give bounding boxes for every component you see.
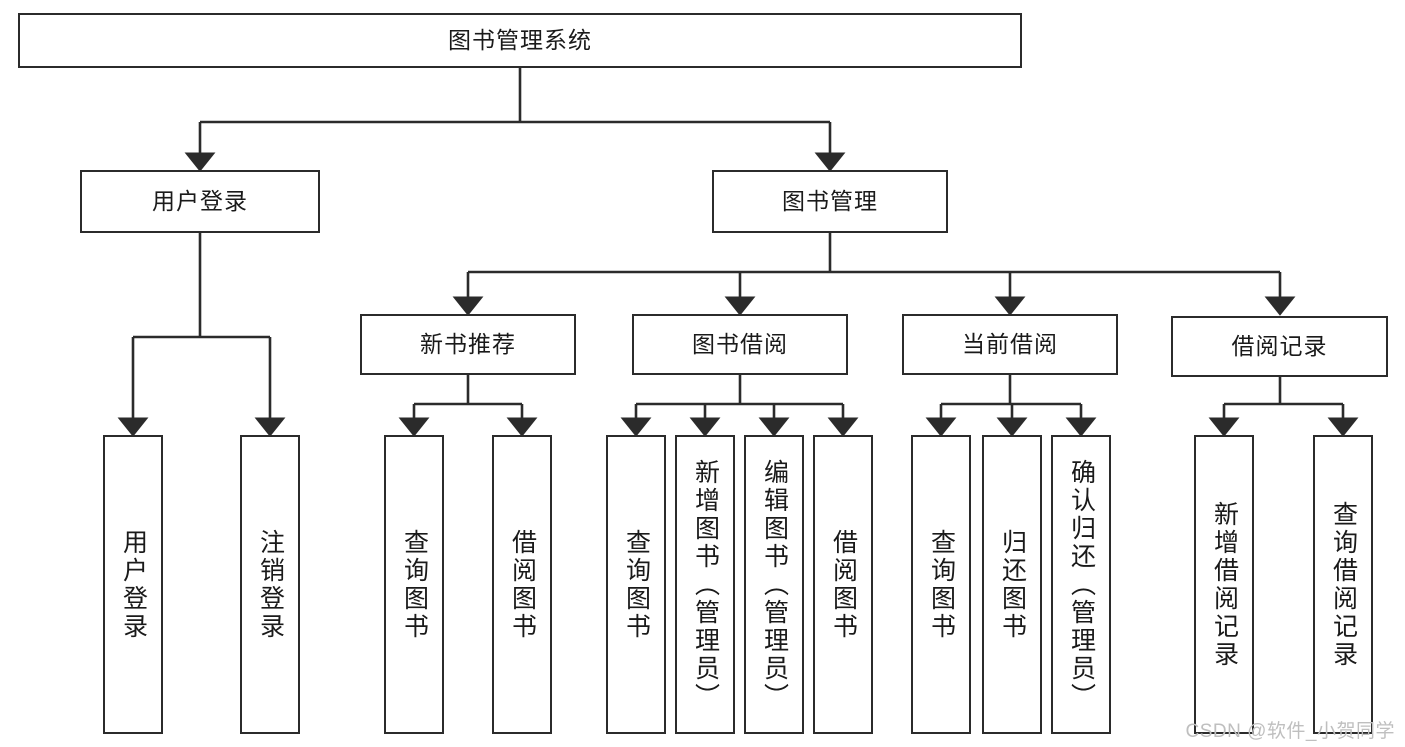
- node-label: 新书推荐: [420, 330, 516, 357]
- node-leaf-query-book-current[interactable]: 查询图书: [911, 435, 971, 734]
- node-leaf-return-book[interactable]: 归还图书: [982, 435, 1042, 734]
- node-book-borrowing[interactable]: 图书借阅: [632, 314, 848, 375]
- node-label: 查询借阅记录: [1329, 500, 1358, 669]
- node-leaf-logout[interactable]: 注销登录: [240, 435, 300, 734]
- node-label: 新增图书（管理员）: [691, 458, 720, 711]
- node-leaf-edit-book-admin[interactable]: 编辑图书（管理员）: [744, 435, 804, 734]
- node-label: 当前借阅: [962, 330, 1058, 357]
- node-borrowing-record[interactable]: 借阅记录: [1171, 316, 1388, 377]
- node-label: 用户登录: [152, 187, 248, 214]
- node-label: 图书管理: [782, 187, 878, 214]
- node-user-login[interactable]: 用户登录: [80, 170, 320, 233]
- node-new-book-recommendation[interactable]: 新书推荐: [360, 314, 576, 375]
- node-label: 归还图书: [998, 528, 1027, 641]
- node-leaf-query-book-recommend[interactable]: 查询图书: [384, 435, 444, 734]
- node-label: 注销登录: [256, 528, 285, 641]
- node-current-borrowing[interactable]: 当前借阅: [902, 314, 1118, 375]
- node-leaf-add-book-admin[interactable]: 新增图书（管理员）: [675, 435, 735, 734]
- node-label: 借阅图书: [829, 528, 858, 641]
- node-label: 图书管理系统: [448, 26, 592, 53]
- node-label: 图书借阅: [692, 330, 788, 357]
- node-root-library-management-system[interactable]: 图书管理系统: [18, 13, 1022, 68]
- node-label: 借阅记录: [1231, 332, 1328, 359]
- node-label: 查询图书: [622, 528, 651, 641]
- node-label: 借阅图书: [508, 528, 537, 641]
- node-leaf-confirm-return-admin[interactable]: 确认归还（管理员）: [1051, 435, 1111, 734]
- node-leaf-borrow-book[interactable]: 借阅图书: [813, 435, 873, 734]
- node-label: 确认归还（管理员）: [1067, 458, 1096, 711]
- node-leaf-query-borrow-record[interactable]: 查询借阅记录: [1313, 435, 1373, 734]
- node-label: 新增借阅记录: [1210, 500, 1239, 669]
- node-leaf-query-book-borrow[interactable]: 查询图书: [606, 435, 666, 734]
- watermark-text: CSDN @软件_小贺同学: [1185, 721, 1395, 742]
- node-label: 用户登录: [119, 528, 148, 641]
- node-label: 查询图书: [400, 528, 429, 641]
- node-leaf-borrow-book-recommend[interactable]: 借阅图书: [492, 435, 552, 734]
- node-label: 查询图书: [927, 528, 956, 641]
- node-leaf-add-borrow-record[interactable]: 新增借阅记录: [1194, 435, 1254, 734]
- node-leaf-user-login[interactable]: 用户登录: [103, 435, 163, 734]
- node-book-management[interactable]: 图书管理: [712, 170, 948, 233]
- node-label: 编辑图书（管理员）: [760, 458, 789, 711]
